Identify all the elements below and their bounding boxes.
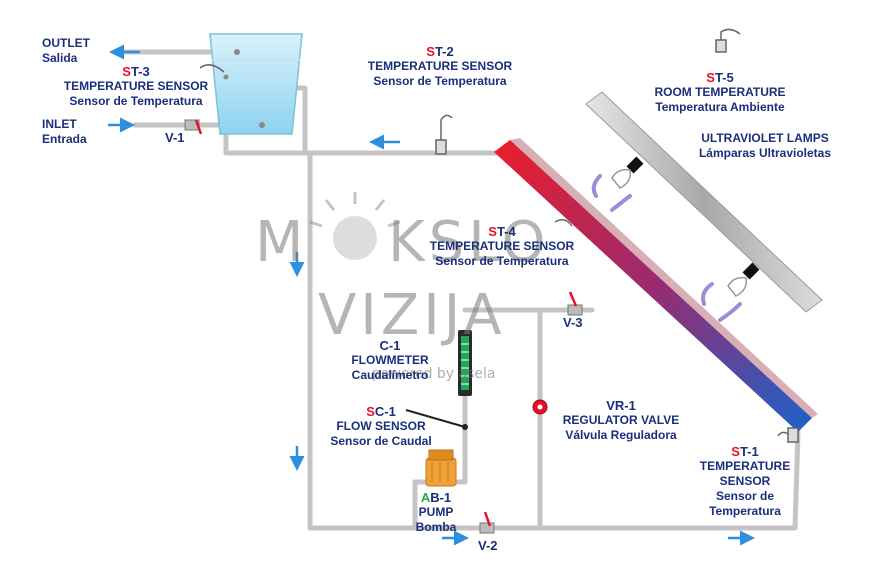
st1-sensor: [777, 427, 799, 443]
regulator-valve-vr1: [532, 399, 548, 415]
v1-label: V-1: [165, 130, 185, 145]
st4-sensor: [554, 219, 573, 227]
ab1-code: B-1: [430, 490, 452, 505]
st4-prefix: S: [488, 224, 497, 239]
sc1-label: SC-1 FLOW SENSOR Sensor de Caudal: [318, 404, 444, 449]
st1-label: ST-1 TEMPERATURE SENSOR Sensor de Temper…: [690, 444, 800, 519]
st4-label: ST-4 TEMPERATURE SENSOR Sensor de Temper…: [412, 224, 592, 269]
c1-code: C-1: [379, 338, 401, 353]
flow-sensor-sc1: [405, 409, 468, 430]
ab1-title: PUMP: [418, 505, 454, 519]
st5-code: T-5: [714, 70, 734, 85]
st1-line4: Temperatura: [709, 504, 781, 518]
st5-label: ST-5 ROOM TEMPERATURE Temperatura Ambien…: [640, 70, 800, 115]
pump-ab1: [425, 449, 457, 487]
uv-sub: Lámparas Ultravioletas: [698, 146, 832, 160]
solar-collector: [494, 138, 818, 432]
st1-line2: SENSOR: [719, 474, 771, 488]
valve-v1: [184, 119, 203, 135]
st2-code: T-2: [434, 44, 454, 59]
v2-code: V-2: [478, 538, 498, 553]
st5-title: ROOM TEMPERATURE: [654, 85, 786, 99]
valves: [184, 119, 583, 534]
flow-arrows: [108, 44, 755, 546]
vr1-code: VR-1: [606, 398, 636, 413]
st3-code: T-3: [130, 64, 150, 79]
return-pipe-left: [307, 150, 801, 531]
c1-sub: Caudalímetro: [351, 368, 429, 382]
st5-sensor: [715, 28, 741, 53]
watermark-vizija: VIZIJA: [318, 283, 506, 348]
valve-v2: [479, 511, 495, 534]
st2-label: ST-2 TEMPERATURE SENSOR Sensor de Temper…: [350, 44, 530, 89]
vr1-title: REGULATOR VALVE: [562, 413, 680, 427]
ab1-label: AB-1 PUMP Bomba: [408, 490, 464, 535]
sc1-prefix: S: [366, 404, 375, 419]
sc1-code: C-1: [374, 404, 396, 419]
sc1-sub: Sensor de Caudal: [330, 434, 432, 448]
st4-sub: Sensor de Temperatura: [435, 254, 569, 268]
flowmeter-c1: [458, 330, 472, 396]
st4-code: T-4: [496, 224, 516, 239]
watermark-m: M: [255, 210, 308, 275]
st3-title: TEMPERATURE SENSOR: [63, 79, 209, 93]
c1-label: C-1 FLOWMETER Caudalímetro: [340, 338, 440, 383]
st1-prefix: S: [731, 444, 740, 459]
ab1-sub: Bomba: [415, 520, 457, 534]
v1-code: V-1: [165, 130, 185, 145]
uv-title: ULTRAVIOLET LAMPS: [701, 131, 829, 145]
st2-prefix: S: [426, 44, 435, 59]
inlet-label: INLET Entrada: [42, 117, 87, 147]
st5-sub: Temperatura Ambiente: [655, 100, 785, 114]
uv-ray-arrow: [701, 282, 714, 306]
st2-sub: Sensor de Temperatura: [373, 74, 507, 88]
uv-label: ULTRAVIOLET LAMPS Lámparas Ultravioletas: [670, 131, 860, 161]
st5-prefix: S: [706, 70, 715, 85]
watermark-brain-icon: [309, 192, 401, 260]
st1-code: T-1: [739, 444, 759, 459]
outlet-sub: Salida: [42, 51, 78, 65]
st4-title: TEMPERATURE SENSOR: [429, 239, 575, 253]
uv-ray-arrow: [610, 194, 632, 212]
uv-ray-arrow: [718, 302, 742, 322]
watermark-kslo: KSLO: [388, 210, 550, 275]
watermark-powered-by: powered by asela: [372, 366, 496, 382]
st2-title: TEMPERATURE SENSOR: [367, 59, 513, 73]
uv-ray-arrow: [591, 174, 602, 198]
outlet-title: OUTLET: [42, 36, 90, 50]
v3-code: V-3: [563, 315, 583, 330]
st3-label: ST-3 TEMPERATURE SENSOR Sensor de Temper…: [52, 64, 220, 109]
st3-sub: Sensor de Temperatura: [69, 94, 203, 108]
st1-line3: Sensor de: [715, 489, 775, 503]
valve-v3: [567, 291, 583, 316]
vr1-label: VR-1 REGULATOR VALVE Válvula Reguladora: [548, 398, 694, 443]
uv-lamp-panel: [585, 91, 823, 322]
uv-lamp-1: [611, 156, 644, 189]
v2-label: V-2: [478, 538, 498, 553]
inlet-title: INLET: [42, 117, 77, 131]
vr1-sub: Válvula Reguladora: [565, 428, 677, 442]
st3-sensor: [199, 64, 225, 73]
inlet-sub: Entrada: [42, 132, 87, 146]
st1-line1: TEMPERATURE: [699, 459, 791, 473]
sensors: [199, 28, 799, 443]
c1-title: FLOWMETER: [351, 353, 429, 367]
ab1-prefix: A: [420, 490, 431, 505]
outlet-label: OUTLET Salida: [42, 36, 90, 66]
sc1-title: FLOW SENSOR: [336, 419, 426, 433]
st2-sensor: [435, 114, 453, 155]
water-tank: [209, 33, 303, 135]
uv-lamp-2: [727, 262, 760, 297]
st3-prefix: S: [122, 64, 131, 79]
v3-label: V-3: [563, 315, 583, 330]
